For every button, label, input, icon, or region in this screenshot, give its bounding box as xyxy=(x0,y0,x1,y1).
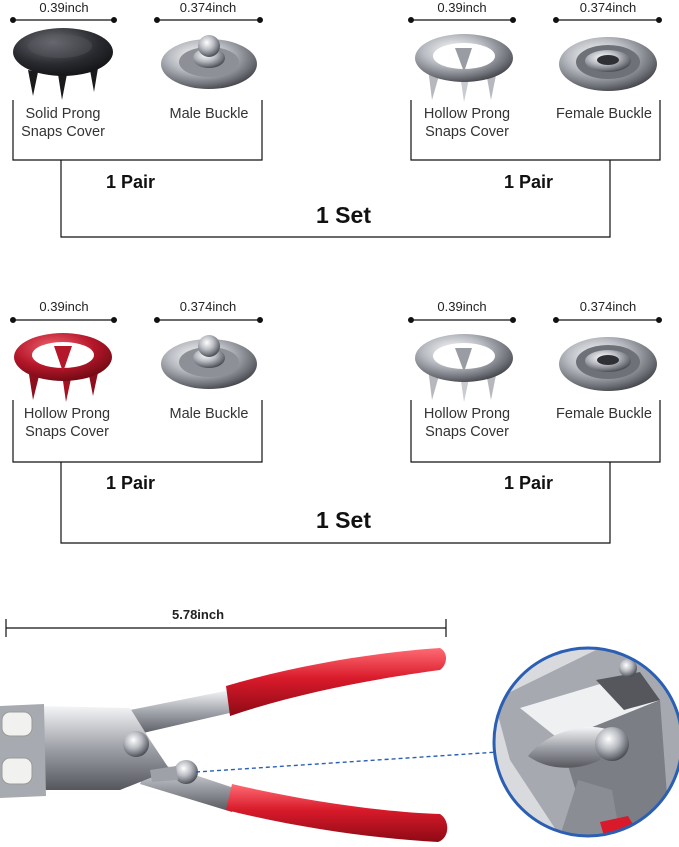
part-label: Solid Prong Snaps Cover xyxy=(21,106,105,140)
part-label: Male Buckle xyxy=(169,406,249,422)
set-label: 1 Set xyxy=(316,202,371,228)
part-label: Hollow Prong Snaps Cover xyxy=(423,406,511,440)
part-label: Male Buckle xyxy=(169,106,249,122)
dimension-label: 0.374inch xyxy=(179,0,237,15)
part-label: Female Buckle xyxy=(556,106,652,122)
pair-label: 1 Pair xyxy=(106,473,156,493)
pair-bracket xyxy=(12,400,661,544)
set-label: 1 Set xyxy=(316,507,371,533)
solid-prong-cover-icon xyxy=(13,28,113,100)
dimension-line xyxy=(10,17,662,24)
dimension-label: 0.39inch xyxy=(39,0,89,15)
pair-label: 1 Pair xyxy=(504,172,554,192)
dimension-label: 0.374inch xyxy=(179,299,237,314)
dimension-label: 0.39inch xyxy=(437,299,487,314)
tool-length-label: 5.78inch xyxy=(172,607,225,622)
male-buckle-icon xyxy=(161,335,257,389)
set-1-diagram xyxy=(10,17,662,238)
dimension-line xyxy=(10,317,662,324)
part-label: Female Buckle xyxy=(556,406,652,422)
dimension-label: 0.374inch xyxy=(579,0,637,15)
female-buckle-icon xyxy=(559,337,657,391)
pair-label: 1 Pair xyxy=(504,473,554,493)
detail-pointer-line xyxy=(195,751,499,773)
part-label: Hollow Prong Snaps Cover xyxy=(423,106,511,140)
hollow-prong-cover-icon xyxy=(14,333,112,402)
snap-pliers-icon xyxy=(0,648,448,842)
pair-label: 1 Pair xyxy=(106,172,156,192)
female-buckle-icon xyxy=(559,37,657,91)
hollow-prong-cover-icon xyxy=(415,34,513,102)
dimension-label: 0.374inch xyxy=(579,299,637,314)
tool-length-dimension-line xyxy=(5,619,447,637)
pair-bracket xyxy=(12,100,661,238)
set-2-diagram xyxy=(10,317,662,544)
male-buckle-icon xyxy=(161,35,257,89)
plier-head-detail-icon xyxy=(492,646,679,838)
part-label: Hollow Prong Snaps Cover xyxy=(23,406,111,440)
hollow-prong-cover-icon xyxy=(415,334,513,402)
dimension-label: 0.39inch xyxy=(437,0,487,15)
dimension-label: 0.39inch xyxy=(39,299,89,314)
